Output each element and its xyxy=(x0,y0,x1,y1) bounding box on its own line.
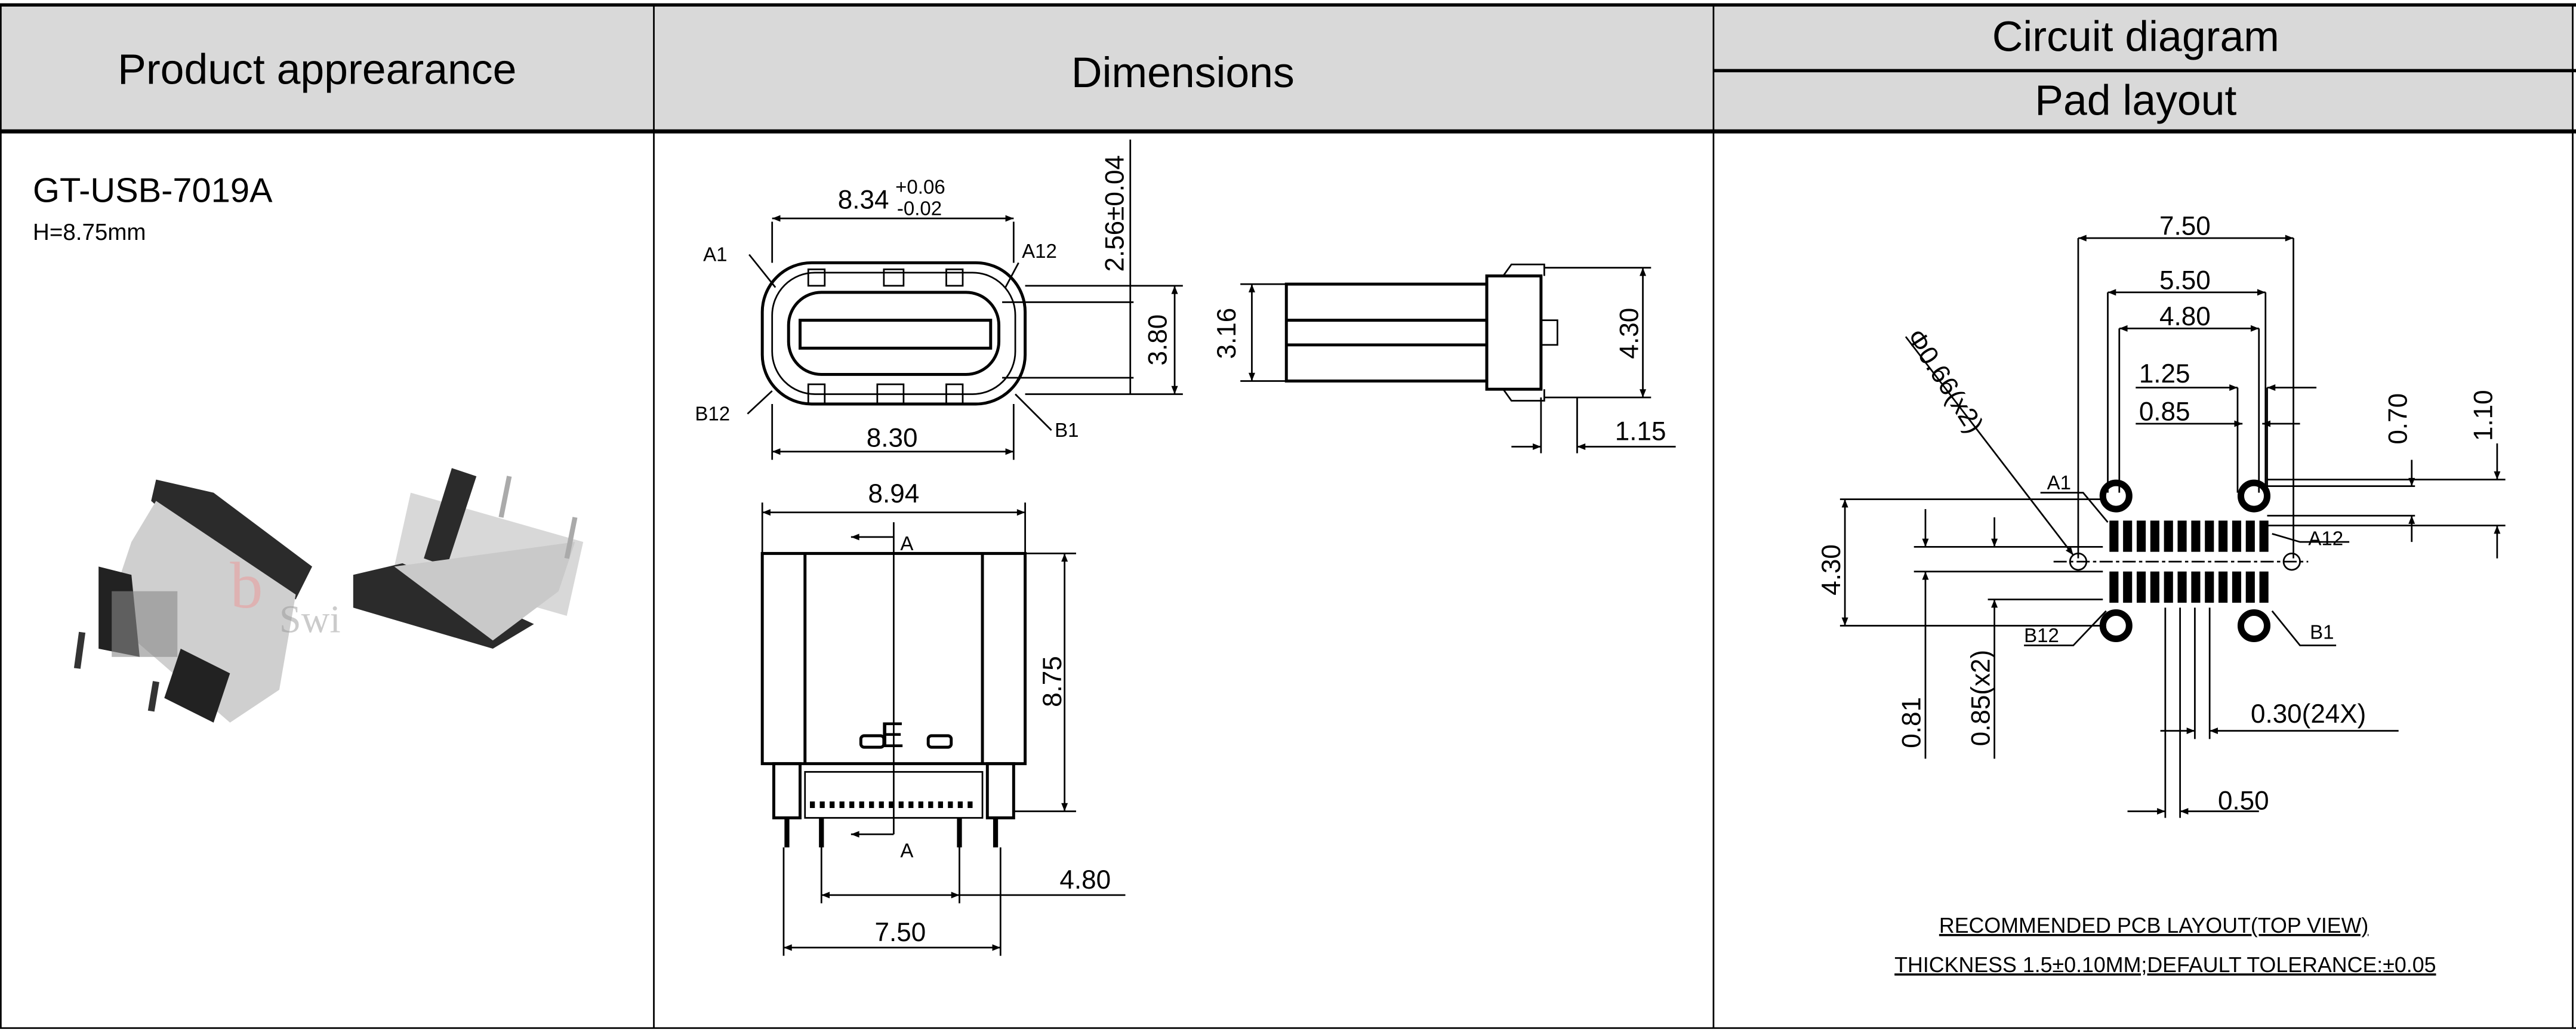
pad-dim-4-80: 4.80 xyxy=(2159,302,2211,331)
svg-text:Swi: Swi xyxy=(279,598,341,642)
dim-3-80: 3.80 xyxy=(1143,314,1172,366)
pcb-pad xyxy=(2109,571,2119,603)
section-label-bottom: A xyxy=(900,840,913,862)
pcb-pad xyxy=(2123,571,2133,603)
pad-dim-hole: Φ0.66(x2) xyxy=(1901,324,1989,439)
pcb-pad xyxy=(2259,520,2269,552)
pcb-pad xyxy=(2109,520,2119,552)
dim-2-56: 2.56±0.04 xyxy=(1101,155,1130,272)
dim-7-50: 7.50 xyxy=(875,918,926,947)
pcb-note-layout: RECOMMENDED PCB LAYOUT(TOP VIEW) xyxy=(1939,914,2368,938)
dim-4-80: 4.80 xyxy=(1059,865,1111,895)
pad-dim-5-50: 5.50 xyxy=(2159,266,2211,295)
pad-dim-1-10: 1.10 xyxy=(2469,390,2498,441)
product-model: GT-USB-7019A xyxy=(33,171,273,209)
pcb-pad xyxy=(2205,520,2214,552)
pcb-pad xyxy=(2245,571,2255,603)
header-row xyxy=(1,5,2573,132)
pcb-pad xyxy=(2150,520,2159,552)
dim-8-94: 8.94 xyxy=(868,479,920,508)
section-label-top: A xyxy=(900,532,913,554)
dim-8-30: 8.30 xyxy=(867,424,918,453)
pcb-pad xyxy=(2123,520,2133,552)
dim-8-34: 8.34 xyxy=(838,186,889,215)
pad-layout-drawing xyxy=(1839,235,2506,818)
header-circuit-diagram: Circuit diagram xyxy=(1992,13,2279,60)
pcb-pad xyxy=(2136,520,2146,552)
front-view-drawing xyxy=(747,139,1183,460)
pcb-pad xyxy=(2259,571,2269,603)
pad-dim-7-50: 7.50 xyxy=(2159,212,2211,241)
pcb-pad xyxy=(2232,520,2242,552)
pcb-note-thickness: THICKNESS 1.5±0.10MM;DEFAULT TOLERANCE:±… xyxy=(1894,953,2436,977)
product-photo: b Swi xyxy=(73,468,584,723)
pad-dim-0-81: 0.81 xyxy=(1897,697,1927,748)
dim-8-34-tol-minus: -0.02 xyxy=(897,198,942,220)
dim-8-75: 8.75 xyxy=(1038,656,1067,707)
pad-dim-0-30: 0.30(24X) xyxy=(2251,699,2366,729)
pcb-pad xyxy=(2191,520,2201,552)
pcb-pad xyxy=(2191,571,2201,603)
pad-dim-0-85x2: 0.85(x2) xyxy=(1966,650,1995,746)
pad-dim-1-25: 1.25 xyxy=(2139,359,2190,388)
pad-dim-0-50: 0.50 xyxy=(2218,787,2269,816)
bottom-view-drawing xyxy=(760,502,1126,956)
pad-pin-b1: B1 xyxy=(2310,621,2334,643)
pad-pin-a1: A1 xyxy=(2047,471,2071,494)
pcb-pad xyxy=(2245,520,2255,552)
pcb-pad xyxy=(2164,571,2173,603)
pcb-pad xyxy=(2164,520,2173,552)
side-view-drawing xyxy=(1240,263,1676,454)
pcb-pad xyxy=(2205,571,2214,603)
dim-8-34-tol-plus: +0.06 xyxy=(895,176,945,198)
pad-dim-0-70: 0.70 xyxy=(2383,393,2412,445)
pcb-pad xyxy=(2218,571,2228,603)
pcb-pad xyxy=(2136,571,2146,603)
pcb-pad xyxy=(2232,571,2242,603)
watermark-logo: b xyxy=(230,549,263,622)
product-height: H=8.75mm xyxy=(33,220,146,245)
dim-3-16: 3.16 xyxy=(1212,308,1241,359)
pad-pin-a12: A12 xyxy=(2308,528,2343,550)
dim-4-30-side: 4.30 xyxy=(1614,308,1644,359)
pin-label-b1: B1 xyxy=(1055,419,1079,441)
mark-e: E xyxy=(880,714,904,755)
pin-label-a12: A12 xyxy=(1022,240,1057,262)
pad-pin-b12: B12 xyxy=(2024,624,2059,646)
pcb-pad xyxy=(2150,571,2159,603)
pin-label-a1: A1 xyxy=(703,243,727,266)
pin-label-b12: B12 xyxy=(695,403,730,425)
pcb-pad xyxy=(2177,571,2187,603)
pad-dim-4-30: 4.30 xyxy=(1817,544,1846,596)
pad-dim-0-85: 0.85 xyxy=(2139,397,2190,427)
dim-1-15: 1.15 xyxy=(1615,417,1666,446)
pcb-pad xyxy=(2218,520,2228,552)
header-dimensions: Dimensions xyxy=(1071,49,1295,97)
header-product-appearance: Product apprearance xyxy=(118,45,516,93)
header-pad-layout: Pad layout xyxy=(2035,77,2236,125)
pcb-pad xyxy=(2177,520,2187,552)
